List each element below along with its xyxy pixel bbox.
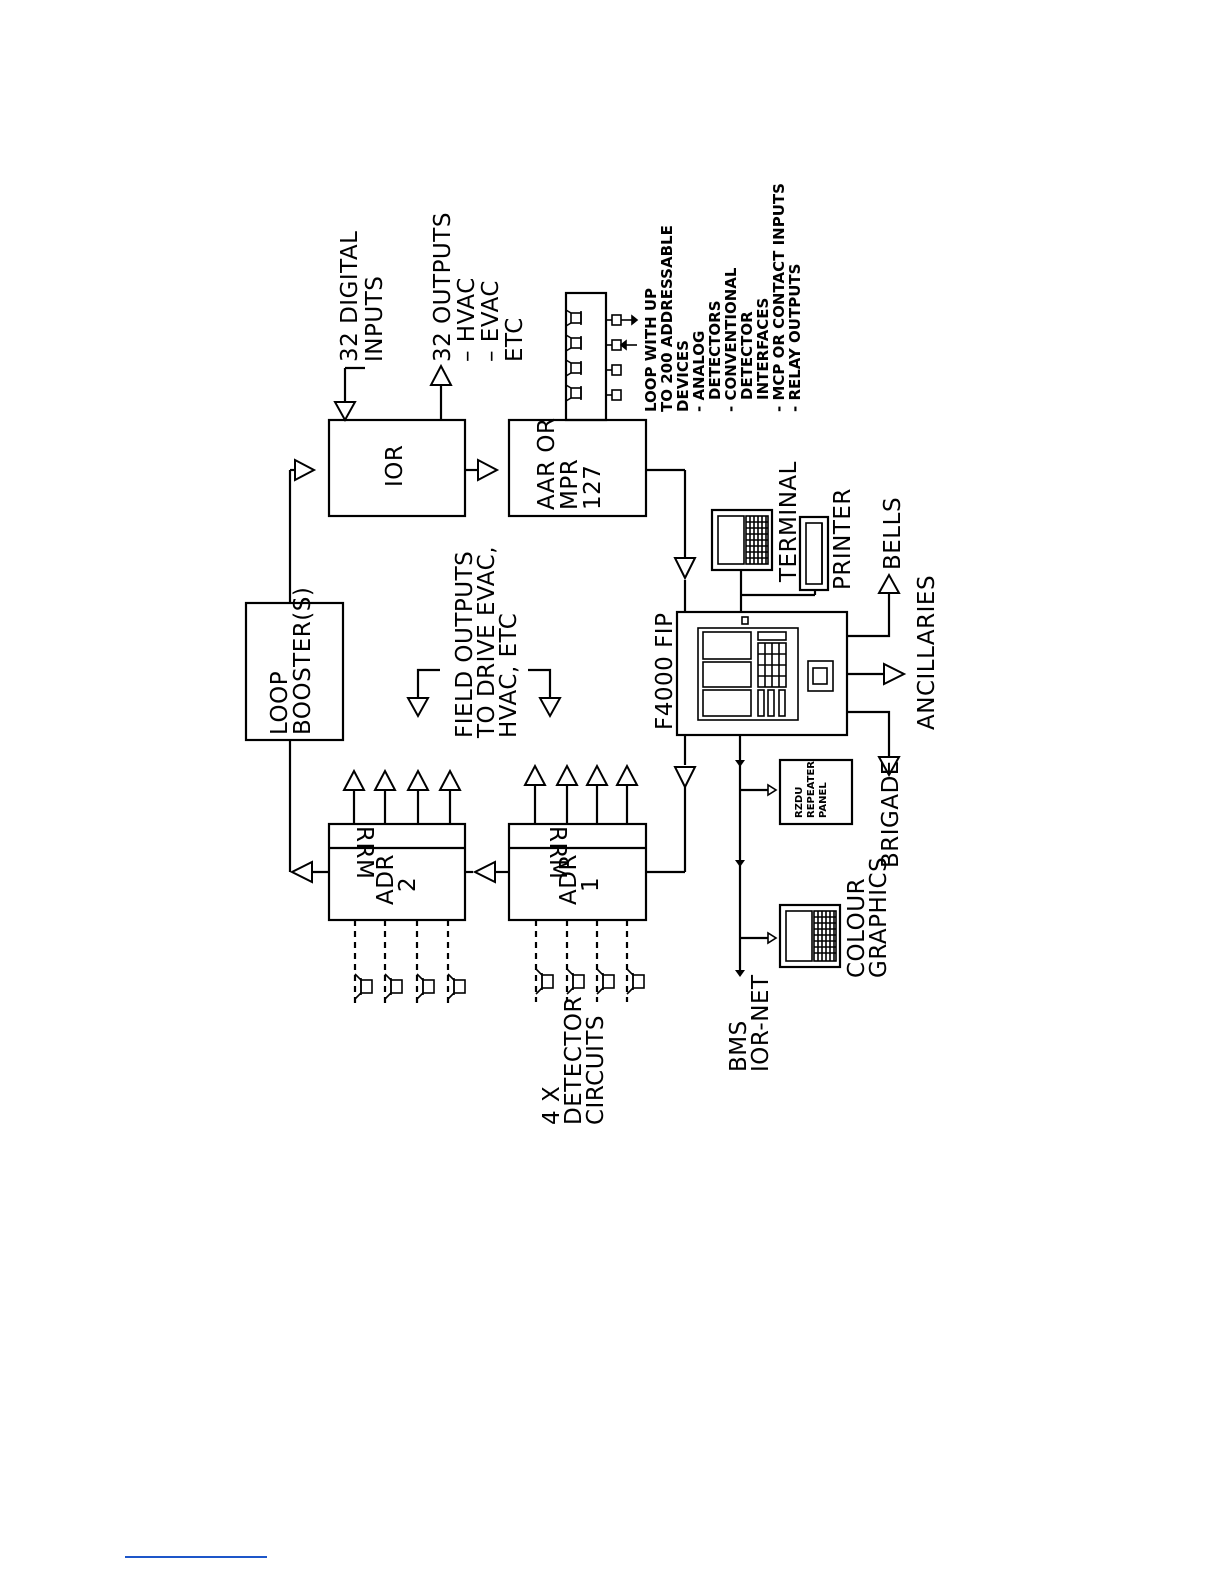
bms-label-group: BMS IOR-NET — [726, 974, 774, 1072]
rzdu-label-3: PANEL — [818, 782, 829, 818]
loop-arrow-from-adr2 — [289, 860, 313, 884]
field-outputs-label-3: HVAC, ETC — [496, 613, 522, 738]
adr1-rrm-label: RRM — [544, 826, 570, 879]
loop-devices-line-5: DETECTORS — [706, 300, 724, 400]
loop-devices-line-8: INTERFACES — [754, 298, 772, 400]
adr2-detector-circuits — [353, 920, 466, 1006]
digital-inputs-label-2: INPUTS — [362, 276, 388, 362]
outputs-label-1: 32 OUTPUTS — [430, 212, 456, 362]
terminal-label: TERMINAL — [776, 461, 802, 583]
printer-device: PRINTER — [741, 488, 856, 597]
adr2-label-1: ADR — [373, 854, 399, 905]
ior-net-bus — [735, 735, 778, 977]
loop-booster-label-1: LOOP — [267, 671, 293, 735]
loop-devices-text: LOOP WITH UP TO 200 ADDRESSABLE DEVICES … — [642, 183, 804, 412]
loop-devices-line-9: - MCP OR CONTACT INPUTS — [770, 183, 788, 412]
rzdu-repeater-panel: RZDU REPEATER PANEL — [778, 758, 854, 826]
field-outputs-group: FIELD OUTPUTS TO DRIVE EVAC, HVAC, ETC — [406, 546, 562, 739]
loop-devices-line-2: TO 200 ADDRESSABLE — [658, 225, 676, 412]
adr1-detector-circuits — [534, 920, 645, 1002]
loop-arrow-to-adr2 — [472, 860, 496, 884]
detector-circuits-label-3: CIRCUITS — [583, 1015, 609, 1125]
loop-booster-label-2: BOOSTER(S) — [290, 587, 316, 735]
aar-block: AAR OR MPR 127 — [507, 291, 648, 518]
field-outputs-label-2: TO DRIVE EVAC, — [474, 546, 500, 739]
ior-block: IOR 32 DIGITAL INPUTS 32 OUTPUTS – HVAC … — [327, 212, 528, 518]
footer-rule — [125, 1556, 267, 1558]
aar-label-1: AAR OR — [534, 418, 560, 510]
loop-arrow-to-fip — [673, 557, 697, 581]
adr1-block: RRM ADR 1 — [507, 763, 648, 1002]
adr2-output-arrows — [342, 768, 462, 824]
outputs-arrow — [429, 363, 453, 386]
field-outputs-label-1: FIELD OUTPUTS — [452, 551, 478, 738]
outputs-label-3: – EVAC — [478, 280, 504, 362]
digital-inputs-label-1: 32 DIGITAL — [337, 231, 363, 363]
bells-output: BELLS — [847, 497, 906, 638]
bms-label-2: IOR-NET — [748, 974, 774, 1072]
brigade-output: BRIGADE — [847, 710, 904, 868]
fip-panel: F4000 FIP — [652, 610, 849, 737]
adr1-label-2: 1 — [578, 877, 604, 892]
field-output-arrow-right — [538, 697, 562, 719]
field-output-arrow-left — [406, 697, 430, 719]
addressable-devices-strip — [564, 291, 608, 422]
detector-circuits-label-1: 4 X — [539, 1086, 565, 1125]
terminal-device: TERMINAL — [710, 461, 802, 612]
detector-circuits-label-2: DETECTOR — [561, 996, 587, 1125]
aar-label-2: MPR — [557, 459, 583, 510]
aar-label-3: 127 — [580, 465, 606, 510]
outputs-label-2: – HVAC — [454, 277, 480, 362]
loop-arrow-to-ior — [294, 458, 317, 482]
detector-circuits-label: 4 X DETECTOR CIRCUITS — [539, 996, 609, 1125]
loop-devices-line-7: DETECTOR — [738, 311, 756, 400]
printer-label: PRINTER — [830, 488, 856, 590]
colour-graphics-terminal: COLOUR GRAPHICS — [778, 857, 892, 978]
ancillaries-label: ANCILLARIES — [914, 575, 940, 730]
adr2-block: RRM ADR 2 — [327, 768, 467, 1006]
loop-direction-arrows — [289, 458, 697, 884]
loop-booster-block: LOOP BOOSTER(S) — [244, 587, 345, 742]
adr1-label-1: ADR — [556, 854, 582, 905]
digital-inputs-arrow — [333, 401, 357, 423]
colour-graphics-label-1: COLOUR — [844, 878, 870, 978]
bells-label: BELLS — [880, 497, 906, 570]
colour-graphics-label-2: GRAPHICS — [866, 857, 892, 978]
brigade-label: BRIGADE — [878, 760, 904, 868]
loop-wiring — [288, 468, 687, 874]
adr2-rrm-label: RRM — [351, 826, 377, 879]
loop-arrow-from-fip — [673, 766, 697, 790]
loop-devices-line-6: - CONVENTIONAL — [722, 267, 740, 412]
rzdu-label-2: REPEATER — [806, 761, 817, 818]
ior-label: IOR — [382, 445, 408, 487]
loop-arrow-to-aar — [477, 458, 500, 482]
bms-label-1: BMS — [726, 1020, 752, 1072]
loop-devices-line-10: - RELAY OUTPUTS — [786, 264, 804, 412]
ancillaries-output: ANCILLARIES — [847, 575, 940, 730]
rzdu-label-1: RZDU — [794, 787, 805, 818]
loop-devices-line-4: - ANALOG — [690, 331, 708, 412]
outputs-label-4: ETC — [502, 317, 528, 362]
loop-devices-line-3: DEVICES — [674, 340, 692, 412]
loop-devices-line-1: LOOP WITH UP — [642, 288, 660, 412]
adr1-output-arrows — [523, 763, 639, 824]
fip-label: F4000 FIP — [652, 613, 678, 730]
adr2-label-2: 2 — [395, 877, 421, 892]
